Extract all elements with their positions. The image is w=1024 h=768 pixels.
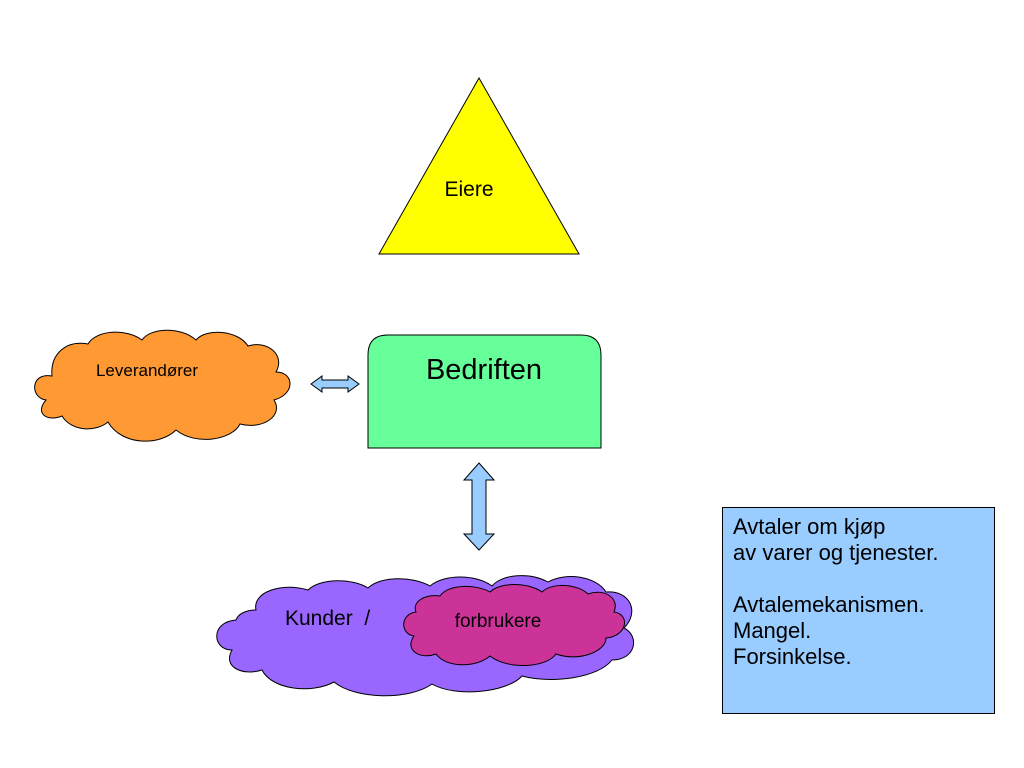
- owners-label: Eiere: [444, 178, 493, 201]
- company-box: [367, 334, 602, 449]
- consumers-label: forbrukere: [455, 611, 542, 632]
- suppliers-company-double-arrow: [310, 375, 360, 393]
- suppliers-label: Leverandører: [96, 361, 198, 380]
- info-box: Avtaler om kjøp av varer og tjenester. A…: [722, 507, 995, 714]
- company-label: Bedriften: [426, 354, 542, 386]
- info-line-2: av varer og tjenester.: [733, 540, 939, 565]
- consumers-node: forbrukere: [403, 584, 625, 667]
- customers-label: Kunder /: [285, 607, 370, 630]
- info-line-1: Avtaler om kjøp: [733, 514, 886, 539]
- info-line-4: Mangel.: [733, 618, 812, 643]
- info-line-5: Forsinkelse.: [733, 644, 852, 669]
- info-line-3: Avtalemekanismen.: [733, 592, 925, 617]
- consumers-cloud: [403, 584, 625, 667]
- company-customers-double-arrow: [462, 462, 496, 551]
- suppliers-cloud: [34, 329, 291, 442]
- info-spacer: [733, 566, 984, 592]
- owners-node: Eiere: [378, 76, 580, 255]
- owners-triangle: [378, 76, 580, 255]
- suppliers-node: Leverandører: [34, 329, 291, 442]
- company-node: Bedriften: [367, 334, 602, 449]
